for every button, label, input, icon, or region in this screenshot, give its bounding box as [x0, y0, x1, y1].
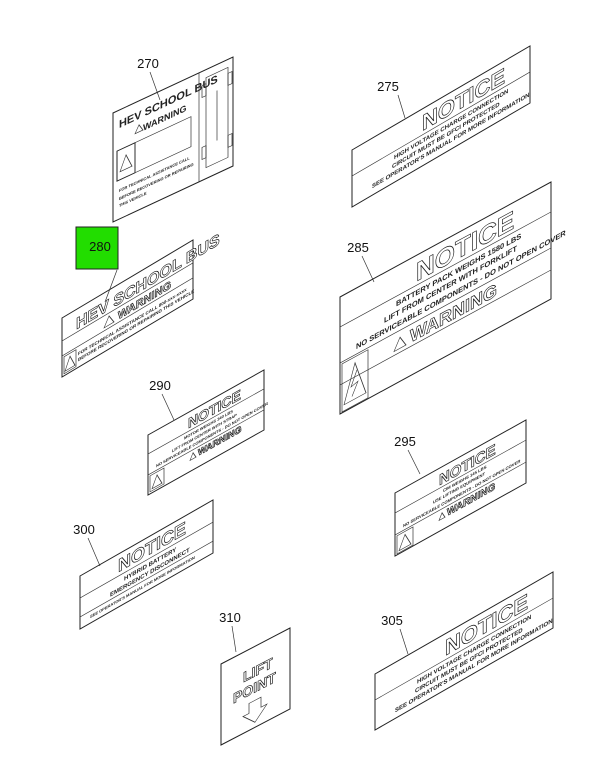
- decal-275-rule: [352, 71, 530, 177]
- leader-line-295: [407, 449, 421, 475]
- bus-chassis-icon: [205, 66, 229, 169]
- decal-300-rule: [80, 521, 213, 599]
- decal-275[interactable]: 275 NOTICE HIGH VOLTAGE CHARGE CONNECTIO…: [351, 45, 531, 208]
- high-voltage-box: [341, 349, 369, 413]
- leader-line-305: [399, 628, 409, 655]
- decal-outline-285: [339, 181, 552, 415]
- decal-295[interactable]: 295 NOTICE CIM WEIGHS 145 LBS USE LIFTIN…: [394, 419, 527, 557]
- decal-300-line3: SEE OPERATOR'S MANUAL FOR MORE INFORMATI…: [90, 555, 195, 619]
- callout-280: 280: [89, 239, 111, 254]
- decal-295-rule: [395, 461, 526, 536]
- callout-295: 295: [394, 434, 416, 449]
- warning-triangle-icon: [134, 124, 144, 135]
- leader-line-290: [161, 393, 175, 421]
- leader-line-270: [149, 71, 161, 101]
- wheel-icon: [201, 145, 207, 161]
- decal-outline-275: [351, 45, 531, 208]
- decal-270-title: HEV SCHOOL BUS: [119, 73, 218, 131]
- high-voltage-icon: [398, 533, 412, 552]
- wheel-icon: [201, 83, 207, 99]
- callout-310: 310: [219, 610, 241, 625]
- decal-285-rule: [340, 247, 551, 364]
- lightning-bolt-icon: [350, 369, 359, 397]
- decal-305-rule: [375, 597, 553, 701]
- decal-285-rule: [340, 211, 551, 328]
- decal-300[interactable]: 300 NOTICE HYBRID BATTERY EMERGENCY DISC…: [73, 499, 214, 630]
- callout-290: 290: [149, 378, 171, 393]
- warning-triangle-icon: [189, 451, 197, 462]
- decal-310[interactable]: 310 LIFT POINT: [219, 610, 291, 746]
- leader-line-310: [231, 625, 237, 653]
- high-voltage-box: [396, 526, 414, 555]
- decal-outline-310: [220, 627, 291, 746]
- callout-highlight-280: [75, 226, 119, 270]
- warning-triangle-icon: [393, 336, 407, 353]
- callout-300: 300: [73, 522, 95, 537]
- decal-295-rule: [395, 439, 526, 514]
- callout-285: 285: [347, 240, 369, 255]
- callout-305: 305: [381, 613, 403, 628]
- decal-305[interactable]: 305 NOTICE HIGH VOLTAGE CHARGE CONNECTIO…: [374, 571, 554, 731]
- decal-300-rule: [80, 540, 213, 618]
- high-voltage-icon: [64, 355, 76, 372]
- decal-270-panel: [134, 116, 192, 174]
- decal-280-rule: [62, 277, 193, 357]
- decal-290[interactable]: 290 NOTICE MOTOR WEIGHS 340 LBS LIFT FRO…: [147, 369, 269, 496]
- warning-triangle-icon: [438, 512, 446, 522]
- wheel-icon: [227, 132, 233, 148]
- decal-290-rule: [148, 409, 264, 476]
- high-voltage-icon: [343, 361, 367, 406]
- warning-triangle-icon: [103, 315, 115, 329]
- leader-line-300: [87, 537, 101, 567]
- decal-outline-280: [61, 239, 194, 378]
- leader-line-280: [104, 269, 118, 303]
- high-voltage-box: [149, 467, 165, 493]
- decal-280-rule: [62, 262, 193, 342]
- decal-outline-270: [112, 56, 234, 223]
- decal-270[interactable]: 270 HEV SCHOOL BUS WARNING FOR TECHNICAL…: [112, 56, 234, 223]
- down-arrow-icon: [242, 696, 268, 723]
- callout-275: 275: [377, 79, 399, 94]
- high-voltage-box: [116, 142, 136, 182]
- high-voltage-icon: [151, 474, 163, 490]
- decal-285-rule: [340, 269, 551, 386]
- leader-line-275: [397, 94, 406, 119]
- leader-line-285: [361, 255, 375, 283]
- callout-270: 270: [137, 56, 159, 71]
- high-voltage-icon: [119, 154, 133, 173]
- decal-290-rule: [148, 388, 264, 455]
- decal-outline-305: [374, 571, 554, 731]
- high-voltage-box: [63, 349, 77, 375]
- decal-280[interactable]: 280 HEV SCHOOL BUS WARNING FOR TECHNICAL…: [61, 226, 220, 378]
- wheel-icon: [227, 70, 233, 86]
- decal-285[interactable]: 285 NOTICE BATTERY PACK WEIGHS 1580 LBS …: [339, 177, 566, 415]
- decal-outline-300: [79, 499, 214, 630]
